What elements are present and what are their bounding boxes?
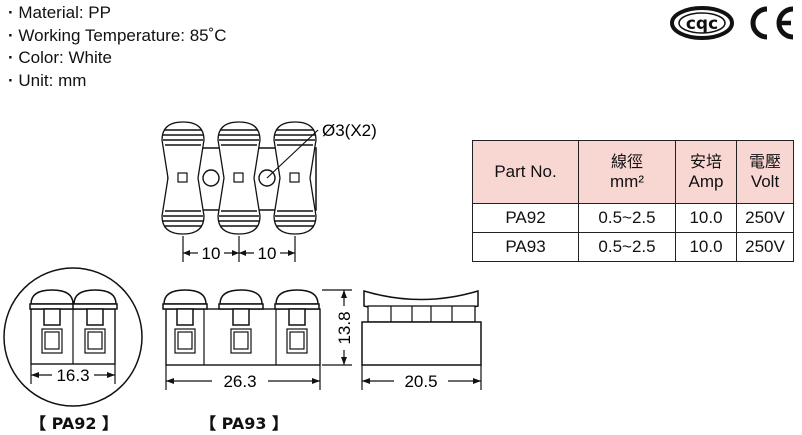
cell-wire: 0.5~2.5 (578, 232, 676, 262)
spec-material: Material: PP (8, 2, 227, 25)
header-amp-cn: 安培 (689, 152, 722, 171)
header-volt: 電壓 Volt (736, 140, 794, 204)
side-view: 20.5 (361, 289, 482, 391)
spec-working-temperature: Working Temperature: 85˚C (8, 25, 226, 48)
caption-pa92: 【 PA92 】 (30, 414, 119, 433)
cell-part: PA92 (472, 203, 579, 233)
table-header-row: Part No. 線徑 mm² 安培 Amp 電壓 Volt (472, 140, 794, 204)
header-amp-unit: Amp (688, 172, 724, 191)
header-wire-gauge: 線徑 mm² (578, 140, 676, 204)
ce-logo (750, 6, 794, 40)
spec-color: Color: White (8, 47, 227, 70)
pitch-left-dim: 10 (202, 244, 221, 263)
height-dim: 13.8 (335, 311, 354, 344)
cell-wire: 0.5~2.5 (578, 203, 676, 233)
top-view: Ø3(X2) 10 10 (161, 121, 377, 263)
cell-amp: 10.0 (675, 232, 737, 262)
cell-volt: 250V (736, 232, 794, 262)
header-volt-cn: 電壓 (748, 152, 781, 171)
svg-text:cqc: cqc (686, 14, 718, 34)
depth-dim: 20.5 (404, 372, 437, 391)
pa92-width-dim: 16.3 (56, 366, 89, 385)
cell-volt: 250V (736, 203, 794, 233)
header-part-no: Part No. (472, 140, 579, 204)
cell-amp: 10.0 (675, 203, 737, 233)
spec-unit: Unit: mm (8, 70, 227, 93)
header-amp: 安培 Amp (675, 140, 737, 204)
table-row: PA92 0.5~2.5 10.0 250V (472, 203, 794, 233)
table-row: PA93 0.5~2.5 10.0 250V (472, 232, 794, 262)
cell-part: PA93 (472, 232, 579, 262)
pitch-right-dim: 10 (258, 244, 277, 263)
pa93-width-dim: 26.3 (223, 372, 256, 391)
header-wire-unit: mm² (610, 172, 644, 191)
hole-diameter-label: Ø3(X2) (322, 121, 377, 140)
spec-table: Part No. 線徑 mm² 安培 Amp 電壓 Volt PA92 0.5~… (472, 140, 794, 262)
caption-pa93: 【 PA93 】 (200, 414, 289, 433)
pa93-front-view: 26.3 13.8 (162, 289, 354, 391)
spec-list: Material: PP Working Temperature: 85˚C C… (8, 2, 227, 93)
cqc-logo: cqc (670, 6, 734, 40)
header-wire-cn: 線徑 (610, 152, 643, 171)
header-volt-unit: Volt (750, 172, 780, 191)
pa92-front-view: 16.3 (3, 267, 143, 407)
